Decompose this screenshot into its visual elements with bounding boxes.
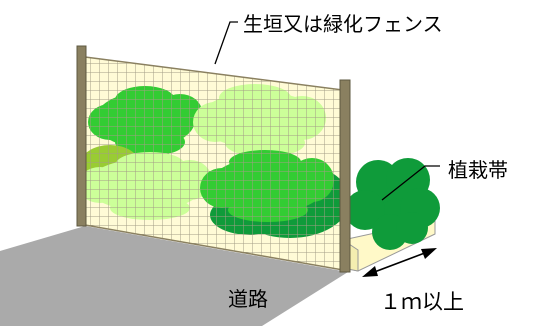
- planting-bed-shrub: [345, 158, 440, 250]
- planting-bed-label: 植栽帯: [448, 158, 508, 182]
- bed-leader-line: [381, 165, 440, 201]
- left-fence-post: [76, 45, 87, 227]
- fence-label: 生垣又は緑化フェンス: [243, 12, 443, 36]
- road-surface: [0, 226, 348, 326]
- road-label: 道路: [228, 287, 268, 311]
- distance-label: １ｍ以上: [380, 290, 464, 314]
- right-fence-post: [339, 79, 351, 273]
- fence-leader-line: [214, 21, 238, 65]
- distance-arrow: [362, 248, 437, 277]
- fence-panel: [84, 56, 344, 271]
